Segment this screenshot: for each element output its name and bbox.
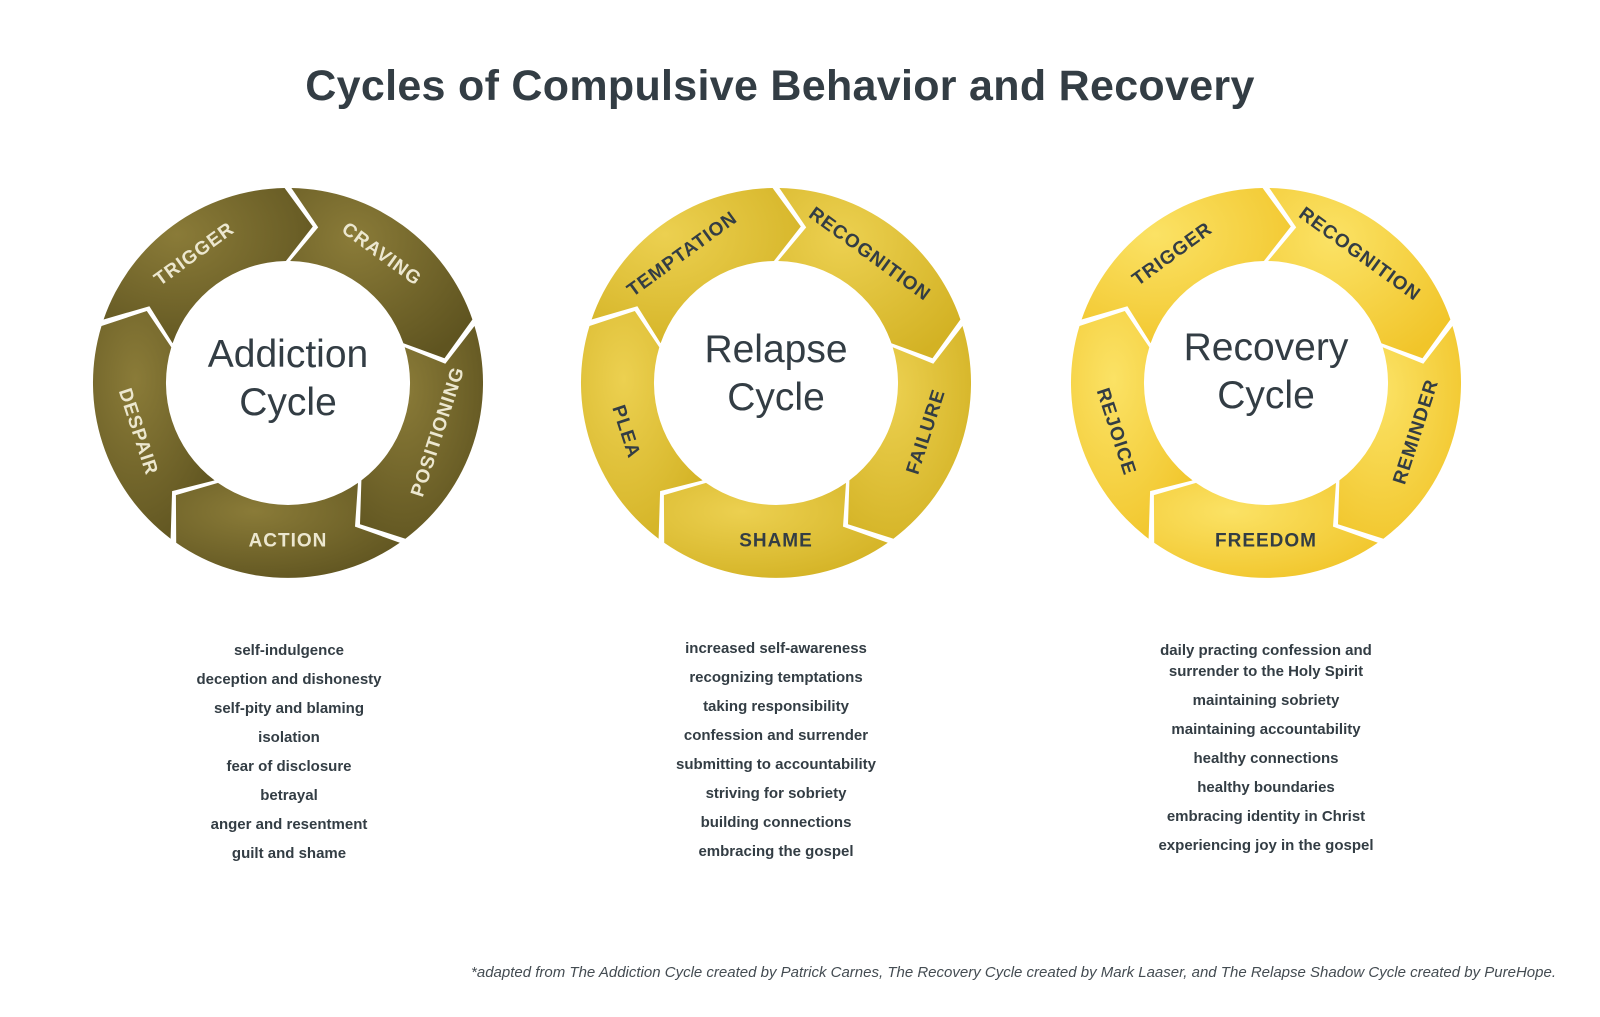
list-item: healthy boundaries (1197, 779, 1335, 796)
list-item: taking responsibility (703, 698, 849, 715)
cycle-arrow-segment (1268, 188, 1451, 359)
list-item: isolation (258, 729, 320, 746)
cycle-segment-label: SHAME (739, 531, 813, 552)
list-item: deception and dishonesty (196, 671, 382, 688)
list-item: building connections (700, 814, 852, 831)
list-item: maintaining accountability (1171, 721, 1361, 738)
list-item: fear of disclosure (226, 758, 352, 775)
list-item: recognizing temptations (689, 669, 863, 686)
relapse-characteristics-list: increased self-awareness recognizing tem… (616, 638, 936, 870)
list-item: daily practing confession and surrender … (1160, 642, 1372, 680)
cycle-title-line2: Cycle (1217, 374, 1315, 417)
cycle-arrow-segment (663, 482, 888, 578)
list-item: self-pity and blaming (213, 700, 364, 717)
cycle-arrow-segment (290, 188, 473, 359)
cycle-arrow-segment (360, 326, 484, 539)
cycle-arrow-segment (1070, 311, 1193, 539)
list-item: healthy connections (1193, 750, 1339, 767)
list-item: embracing identity in Christ (1166, 808, 1366, 825)
list-item: self-indulgence (233, 642, 345, 659)
cycle-title-line2: Cycle (239, 381, 337, 424)
relapse-cycle-title: Relapse Cycle (646, 326, 906, 422)
list-item: embracing the gospel (698, 843, 854, 860)
cycle-arrow-segment (778, 188, 961, 359)
list-item: submitting to accountability (675, 756, 876, 773)
cycle-arrow-segment (92, 311, 215, 539)
page-title: Cycles of Compulsive Behavior and Recove… (305, 62, 1255, 110)
cycle-arrow-segment (1338, 326, 1462, 539)
list-item: anger and resentment (210, 816, 368, 833)
cycle-arrow-segment (175, 482, 400, 578)
recovery-cycle-title: Recovery Cycle (1136, 324, 1396, 420)
addiction-characteristics-list: self-indulgence deception and dishonesty… (129, 640, 449, 872)
cycle-title-line1: Recovery (1183, 326, 1349, 369)
list-item: guilt and shame (231, 845, 347, 862)
addiction-cycle-title: Addiction Cycle (158, 331, 418, 427)
source-footnote: *adapted from The Addiction Cycle create… (471, 964, 1556, 981)
list-item: experiencing joy in the gospel (1158, 837, 1374, 854)
cycle-arrow-segment (591, 188, 801, 344)
list-item: striving for sobriety (705, 785, 847, 802)
cycle-arrow-segment (848, 326, 972, 539)
list-item: confession and surrender (683, 727, 869, 744)
list-item: betrayal (260, 787, 318, 804)
cycle-arrow-segment (580, 311, 703, 539)
list-item: maintaining sobriety (1192, 692, 1340, 709)
list-item: increased self-awareness (685, 640, 867, 657)
cycle-segment-label: FREEDOM (1215, 531, 1317, 552)
cycle-segment-label: ACTION (249, 531, 328, 552)
cycle-title-line1: Addiction (207, 333, 369, 376)
cycle-title-line1: Relapse (704, 328, 848, 371)
cycle-arrow-segment (1153, 482, 1378, 578)
recovery-characteristics-list: daily practing confession and surrender … (1106, 640, 1426, 864)
cycle-arrow-segment (1081, 188, 1291, 344)
cycle-arrow-segment (103, 188, 313, 344)
cycle-title-line2: Cycle (727, 376, 825, 419)
